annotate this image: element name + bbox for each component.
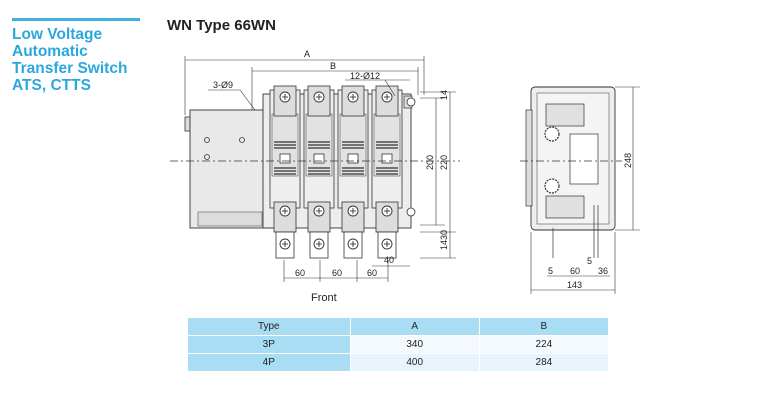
table-header-row: Type A B xyxy=(188,318,610,336)
table-cell: 340 xyxy=(350,335,480,354)
page-title: WN Type 66WN xyxy=(167,17,276,34)
side-view xyxy=(520,86,622,258)
pitch-label: 60 xyxy=(367,268,377,278)
front-view-label: Front xyxy=(311,292,337,304)
table-cell: 400 xyxy=(350,353,480,371)
dim-30-label: 30 xyxy=(439,230,449,240)
table-cell: 4P xyxy=(188,353,351,371)
side-dim-5-label: 5 xyxy=(548,266,553,276)
sidebar-title-line: ATS, CTTS xyxy=(12,77,91,94)
holes-12-label: 12-Ø12 xyxy=(350,71,380,81)
dim-200-label: 200 xyxy=(425,155,435,170)
sidebar-title-line: Automatic xyxy=(12,43,88,60)
front-dimensions xyxy=(184,56,456,282)
dim-220-label: 220 xyxy=(439,155,449,170)
dim-14-top-label: 14 xyxy=(439,90,449,100)
table-cell: 3P xyxy=(188,335,351,354)
dim-a-label: A xyxy=(304,49,310,59)
sidebar-accent-rule xyxy=(12,18,140,21)
table-row: 4P 400 284 xyxy=(188,353,610,371)
side-dim-36-label: 36 xyxy=(598,266,608,276)
holes-3-label: 3-Ø9 xyxy=(213,80,233,90)
pitch-label: 60 xyxy=(332,268,342,278)
side-dim-5-label: 5 xyxy=(587,256,592,266)
dim-b-label: B xyxy=(330,61,336,71)
sidebar-title-line: Transfer Switch xyxy=(12,60,128,77)
table-header: Type xyxy=(188,318,351,336)
sidebar-title-line: Low Voltage xyxy=(12,26,103,43)
table-cell: 224 xyxy=(479,335,610,354)
table-cell: 284 xyxy=(479,353,610,371)
side-height-label: 248 xyxy=(623,153,633,168)
side-dim-143-label: 143 xyxy=(567,280,582,290)
sidebar-title: Low Voltage Automatic Transfer Switch AT… xyxy=(12,26,152,94)
pitch-label: 60 xyxy=(295,268,305,278)
table-header: B xyxy=(479,318,610,336)
table-header: A xyxy=(350,318,480,336)
dim-14-bottom-label: 14 xyxy=(439,240,449,250)
dimension-table: Type A B 3P 340 224 4P 400 284 xyxy=(188,318,610,371)
dim-40-label: 40 xyxy=(384,255,394,265)
side-dim-60-label: 60 xyxy=(570,266,580,276)
table-row: 3P 340 224 xyxy=(188,335,610,354)
front-view xyxy=(170,86,460,258)
side-dimensions xyxy=(530,86,640,294)
